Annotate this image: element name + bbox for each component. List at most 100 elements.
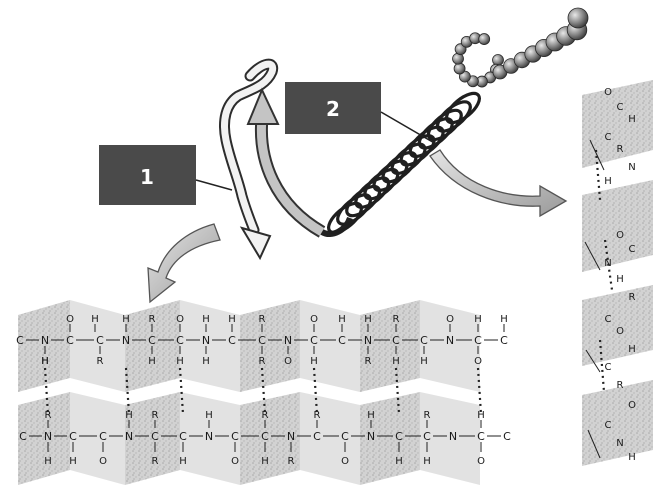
atom-label: H (202, 356, 210, 367)
label-1-text: 1 (140, 165, 154, 189)
atom-label: H (367, 410, 375, 421)
atom-label: C (69, 430, 77, 443)
atom-label: C (341, 430, 349, 443)
atom-label: C (313, 430, 321, 443)
atom-label: C (338, 334, 346, 347)
atom-label: R (259, 314, 266, 325)
atom-label: H (44, 456, 52, 467)
atom-label: O (604, 87, 612, 98)
sheet-band (300, 300, 360, 392)
atom-label: N (449, 430, 457, 443)
atom-label: H (338, 314, 346, 325)
atom-label: C (474, 334, 482, 347)
sheet-band (70, 392, 125, 485)
atom-label: O (616, 230, 624, 241)
atom-label: N (44, 430, 52, 443)
strand-arrowhead (242, 228, 270, 258)
atom-label: H (122, 314, 130, 325)
atom-label: C (148, 334, 156, 347)
curved-arrow-to-helix (430, 150, 566, 216)
atom-label: R (152, 410, 159, 421)
atom-label: H (205, 410, 213, 421)
atom-label: R (288, 456, 295, 467)
atom-label: C (176, 334, 184, 347)
atom-label: N (446, 334, 454, 347)
atom-label: H (420, 356, 428, 367)
atom-label: R (424, 410, 431, 421)
atom-label: C (99, 430, 107, 443)
amino-acid-bead (479, 34, 490, 45)
leader-line-1 (196, 180, 232, 190)
atom-label: C (629, 244, 636, 255)
atom-label: O (176, 314, 184, 325)
atom-label: C (392, 334, 400, 347)
atom-label: N (205, 430, 213, 443)
atom-label: C (617, 102, 624, 113)
atom-label: C (423, 430, 431, 443)
atom-label: H (364, 314, 372, 325)
atom-label: H (176, 356, 184, 367)
alpha-helix-panel (582, 80, 653, 466)
atom-label: R (365, 356, 372, 367)
atom-label: C (477, 430, 485, 443)
atom-label: R (393, 314, 400, 325)
atom-label: O (616, 326, 624, 337)
atom-label: C (261, 430, 269, 443)
atom-label: C (605, 132, 612, 143)
atom-label: C (231, 430, 239, 443)
atom-label: H (228, 314, 236, 325)
atom-label: O (446, 314, 454, 325)
atom-label: C (66, 334, 74, 347)
atom-label: N (41, 334, 49, 347)
atom-label: C (228, 334, 236, 347)
atom-label: O (66, 314, 74, 325)
atom-label: H (179, 456, 187, 467)
atom-label: C (258, 334, 266, 347)
atom-label: H (628, 344, 636, 355)
atom-label: H (261, 456, 269, 467)
atom-label: N (125, 430, 133, 443)
atom-label: H (423, 456, 431, 467)
atom-label: H (202, 314, 210, 325)
atom-label: N (202, 334, 210, 347)
sheet-band (300, 392, 360, 485)
atom-label: C (605, 420, 612, 431)
atom-label: R (617, 144, 624, 155)
atom-label: R (149, 314, 156, 325)
atom-label: C (503, 430, 511, 443)
atom-label: N (628, 162, 635, 173)
atom-label: O (477, 456, 485, 467)
beta-sheet-panel (18, 300, 480, 485)
atom-label: R (152, 456, 159, 467)
atom-label: R (97, 356, 104, 367)
beaded-polypeptide-chain (453, 8, 588, 87)
atom-label: H (500, 314, 508, 325)
atom-label: O (99, 456, 107, 467)
atom-label: H (392, 356, 400, 367)
atom-label: H (91, 314, 99, 325)
atom-label: N (364, 334, 372, 347)
atom-label: N (122, 334, 130, 347)
atom-label: C (19, 430, 27, 443)
atom-label: O (310, 314, 318, 325)
atom-label: N (284, 334, 292, 347)
amino-acid-bead (568, 8, 588, 28)
label-2-text: 2 (326, 97, 340, 121)
helix-band (582, 380, 653, 466)
atom-label: C (179, 430, 187, 443)
atom-label: R (259, 356, 266, 367)
atom-label: C (310, 334, 318, 347)
atom-label: O (628, 400, 636, 411)
atom-label: H (628, 114, 636, 125)
atom-label: C (151, 430, 159, 443)
atom-label: R (629, 292, 636, 303)
atom-label: H (628, 452, 636, 463)
amino-acid-bead (493, 55, 504, 66)
atom-label: N (287, 430, 295, 443)
atom-label: H (604, 176, 612, 187)
atom-label: H (474, 314, 482, 325)
atom-label: C (605, 314, 612, 325)
atom-label: C (605, 362, 612, 373)
atom-label: C (96, 334, 104, 347)
